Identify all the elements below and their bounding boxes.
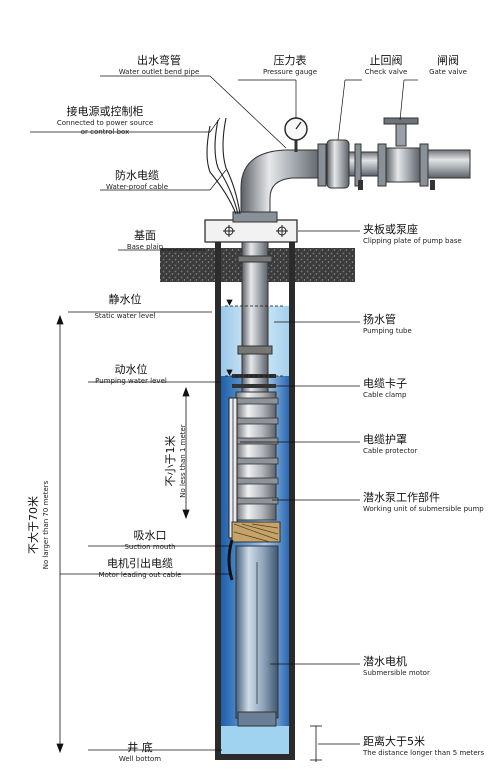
cable-clamp-en: Cable clamp <box>363 391 407 399</box>
suction-mouth-label: 吸水口 Suction mouth <box>110 530 190 551</box>
distance-5m-en: The distance longer than 5 meters <box>363 749 485 757</box>
pump-stage-ring <box>233 397 279 405</box>
base-plain-en: Base plain <box>126 243 164 251</box>
static-level-cn: 静水位 <box>108 293 142 306</box>
gate-valve <box>377 117 435 190</box>
power-source-en1: Connected to power source <box>56 119 154 127</box>
base-plain-cn: 基面 <box>134 229 156 242</box>
water-level-markers <box>225 299 285 377</box>
dimension-5m-line <box>310 725 322 762</box>
min-1m-label: 不小于1米 No less than 1 meter <box>164 411 195 511</box>
waterproof-cable-label: 防水电缆 Water-proof cable <box>92 170 182 191</box>
check-valve <box>326 139 363 190</box>
cable-clamp-cn: 电缆卡子 <box>363 377 407 390</box>
submersible-motor-label: 潜水电机 Submersible motor <box>363 656 430 677</box>
pump-stage-ring <box>233 417 279 425</box>
gate-valve-cn: 闸阀 <box>437 54 459 67</box>
well-bottom-cn: 井 底 <box>127 741 153 754</box>
clipping-plate-en: Clipping plate of pump base <box>363 237 462 245</box>
base-plain-label: 基面 Base plain <box>120 230 170 251</box>
waterproof-cable-cn: 防水电缆 <box>115 169 159 182</box>
leader-lines <box>30 75 418 751</box>
suction-mouth <box>231 521 281 543</box>
pumping-tube-label: 扬水管 Pumping tube <box>363 314 412 335</box>
cable-protector-en: Cable protector <box>363 447 418 455</box>
pressure-gauge-label: 压力表 Pressure gauge <box>250 55 330 76</box>
cable-clamp-label: 电缆卡子 Cable clamp <box>363 378 407 399</box>
cable-protector-label: 电缆护罩 Cable protector <box>363 434 417 455</box>
dimension-70m-line <box>56 314 64 754</box>
submersible-motor-cn: 潜水电机 <box>363 655 407 668</box>
working-unit-en: Working unit of submersible pump <box>363 505 484 513</box>
pressure-gauge <box>284 117 308 152</box>
check-valve-label: 止回阀 Check valve <box>356 55 416 76</box>
outlet-pipe-label: 出水弯管 Water outlet bend pipe <box>104 55 214 76</box>
cable-clamp <box>232 374 276 388</box>
check-valve-cn: 止回阀 <box>369 54 403 67</box>
outlet-pipe-en: Water outlet bend pipe <box>118 68 200 76</box>
pumping-level-cn: 动水位 <box>114 363 148 376</box>
well-bottom-label: 井 底 Well bottom <box>110 742 170 763</box>
pumping-tube <box>237 241 273 393</box>
well-bottom-en: Well bottom <box>118 755 162 763</box>
outlet-pipe-cn: 出水弯管 <box>137 54 181 67</box>
clipping-plate-cn: 夹板或泵座 <box>363 223 418 236</box>
pump-stage-ring <box>233 457 279 465</box>
power-source-cn: 接电源或控制柜 <box>66 105 144 118</box>
check-valve-en: Check valve <box>364 68 408 76</box>
distance-5m-cn: 距离大于5米 <box>363 735 425 748</box>
gate-valve-en: Gate valve <box>429 68 467 76</box>
suction-mouth-en: Suction mouth <box>124 543 176 551</box>
pumping-level-en: Pumping water level <box>95 377 167 385</box>
cable-protector <box>228 397 238 539</box>
pressure-gauge-en: Pressure gauge <box>262 68 318 76</box>
pump-stage-ring <box>233 437 279 445</box>
pumping-tube-en: Pumping tube <box>363 327 412 335</box>
power-source-en2: or control box <box>80 128 130 136</box>
working-unit-label: 潜水泵工作部件 Working unit of submersible pump <box>363 492 484 513</box>
min-1m-cn: 不小于1米 <box>164 435 177 487</box>
max-70m-label: 不大于70米 No larger than 70 meters <box>27 470 58 580</box>
static-level-label: 静水位 Static water level <box>80 294 170 320</box>
submersible-motor-en: Submersible motor <box>363 669 430 677</box>
pump-stage-ring <box>233 477 279 485</box>
power-source-label: 接电源或控制柜 Connected to power source or con… <box>30 106 180 136</box>
pumping-level-label: 动水位 Pumping water level <box>86 364 176 385</box>
clipping-plate <box>204 219 298 243</box>
motor-cable-en: Motor leading out cable <box>98 571 182 579</box>
motor-cable-cn: 电机引出电缆 <box>107 557 173 570</box>
static-level-en: Static water level <box>94 312 156 320</box>
working-unit-cn: 潜水泵工作部件 <box>363 491 440 504</box>
max-70m-cn: 不大于70米 <box>27 496 40 554</box>
submersible-motor <box>235 545 279 727</box>
gate-valve-label: 闸阀 Gate valve <box>418 55 478 76</box>
motor-leading-cable <box>227 539 234 581</box>
max-70m-en: No larger than 70 meters <box>42 480 50 570</box>
pressure-gauge-cn: 压力表 <box>273 54 307 67</box>
cable-protector-cn: 电缆护罩 <box>363 433 407 446</box>
well-casing <box>215 240 295 760</box>
distance-5m-label: 距离大于5米 The distance longer than 5 meters <box>363 736 484 757</box>
motor-cable-label: 电机引出电缆 Motor leading out cable <box>70 558 210 579</box>
dimension-1m-line <box>182 386 190 520</box>
pump-stage-ring <box>233 497 279 505</box>
waterproof-cable-en: Water-proof cable <box>105 183 169 191</box>
min-1m-en: No less than 1 meter <box>179 424 187 498</box>
pumping-tube-cn: 扬水管 <box>363 313 396 326</box>
suction-mouth-cn: 吸水口 <box>133 529 167 542</box>
clipping-plate-label: 夹板或泵座 Clipping plate of pump base <box>363 224 462 245</box>
waterproof-cable <box>206 117 241 215</box>
